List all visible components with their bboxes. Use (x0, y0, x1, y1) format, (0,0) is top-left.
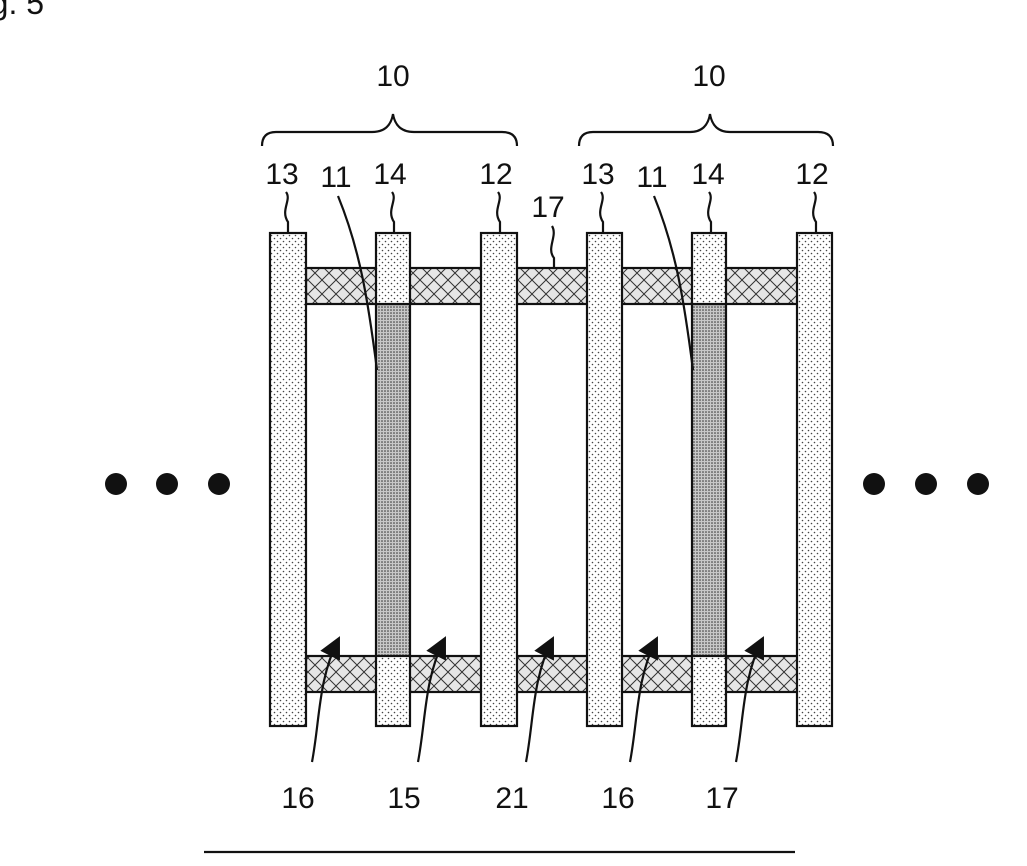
electrode-13 (270, 233, 306, 726)
brace-label-cell-1: 10 (376, 60, 409, 93)
label-21-gap: 21 (495, 782, 528, 815)
label-13-cell-2: 13 (581, 158, 614, 191)
ellipsis-dot (967, 473, 989, 495)
brace-label-cell-2: 10 (692, 60, 725, 93)
electrode-14-top (376, 233, 410, 304)
ellipsis-dot (915, 473, 937, 495)
channel-11 (376, 304, 410, 656)
electrode-13 (587, 233, 622, 726)
label-16-cell-1: 16 (281, 782, 314, 815)
ellipsis-dot (156, 473, 178, 495)
label-17-gap: 17 (531, 191, 564, 224)
ellipsis-left (105, 473, 230, 495)
label-14-cell-1: 14 (373, 158, 406, 191)
channel-11 (692, 304, 726, 656)
electrode-14-bottom (376, 656, 410, 726)
label-12-cell-2: 12 (795, 158, 828, 191)
label-17-cell-2: 17 (705, 782, 738, 815)
leader-14-cell-2 (708, 192, 711, 233)
label-13-cell-1: 13 (265, 158, 298, 191)
brace-cell-2 (579, 114, 833, 146)
label-14-cell-2: 14 (691, 158, 724, 191)
leader-13-cell-1 (285, 192, 288, 233)
leader-12-cell-1 (497, 192, 500, 233)
leader-13-cell-2 (600, 192, 603, 233)
label-15-cell-1: 15 (387, 782, 420, 815)
electrode-14-top (692, 233, 726, 304)
label-12-cell-1: 12 (479, 158, 512, 191)
label-11-cell-1: 11 (320, 161, 351, 194)
leader-17-gap (551, 226, 554, 268)
cell-2 (587, 233, 832, 726)
leader-14-cell-1 (391, 192, 394, 233)
leader-12-cell-2 (813, 192, 816, 233)
brace-cell-1 (262, 114, 517, 146)
cell-1 (270, 233, 517, 726)
label-11-cell-2: 11 (636, 161, 667, 194)
label-16-cell-2: 16 (601, 782, 634, 815)
ellipsis-right (863, 473, 989, 495)
electrode-12 (797, 233, 832, 726)
figure-label: Fig. 5 (0, 0, 44, 21)
ellipsis-dot (208, 473, 230, 495)
ellipsis-dot (863, 473, 885, 495)
electrode-14-bottom (692, 656, 726, 726)
electrode-12 (481, 233, 517, 726)
ellipsis-dot (105, 473, 127, 495)
